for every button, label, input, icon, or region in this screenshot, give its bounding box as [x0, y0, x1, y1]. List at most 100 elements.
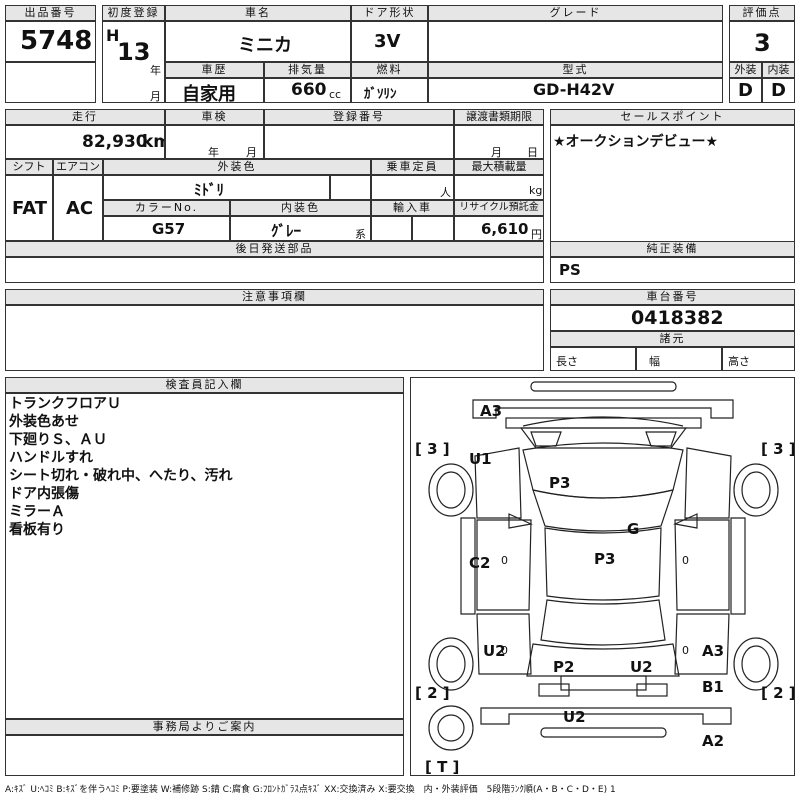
inspector-note: ドア内張傷: [9, 486, 79, 502]
km-unit: km: [142, 132, 164, 152]
import-header: 輸入車: [371, 200, 454, 216]
mark-u1: U1: [469, 450, 492, 468]
year-unit: 年: [150, 64, 161, 77]
ext-color: ﾐﾄﾞﾘ: [194, 181, 225, 199]
import-cell-b: [412, 216, 454, 241]
int-color: ｸﾞﾚｰ: [271, 222, 302, 240]
mark-zero-right: 0: [682, 554, 689, 567]
aircon-cell: AC: [53, 175, 103, 241]
shift: FAT: [12, 198, 48, 219]
right-door: [674, 519, 730, 611]
inspector-note: 下廻りＳ、ＡＵ: [9, 432, 107, 448]
length-label: 長さ: [556, 355, 578, 368]
first-reg-header: 初度登録: [102, 5, 165, 21]
capacity-header: 乗車定員: [371, 159, 454, 175]
ext-color-cell: ﾐﾄﾞﾘ: [103, 175, 330, 200]
capacity-unit: 人: [440, 186, 451, 199]
mark-u2-center: U2: [630, 658, 653, 676]
lot-no-cell: 5748: [5, 21, 96, 62]
car-name-cell: ミニカ: [165, 21, 351, 62]
mark-b1: B1: [702, 678, 724, 696]
color-no-cell: G57: [103, 216, 230, 241]
lot-no-blank: [5, 62, 96, 103]
fuel: ｶﾞｿﾘﾝ: [364, 87, 397, 102]
left-rear-quarter: [476, 613, 532, 675]
tire-front-left-inner: [436, 471, 466, 509]
headlight-right: [645, 431, 677, 447]
max-load-cell: kg: [454, 175, 544, 200]
score-header: 評価点: [729, 5, 795, 21]
door-cell: 3V: [351, 21, 428, 62]
ext-color-header: 外装色: [103, 159, 371, 175]
specs-header: 諸元: [550, 331, 795, 347]
rear-bumper: [480, 707, 732, 725]
chassis-no: 0418382: [631, 307, 724, 329]
inspection-cell: 年 月: [165, 125, 264, 159]
model-type-header: 型式: [428, 62, 723, 78]
later-parts-cell: [5, 257, 544, 283]
int-color-cell: ｸﾞﾚｰ 系: [230, 216, 371, 241]
later-parts-header: 後日発送部品: [5, 241, 544, 257]
fuel-cell: ｶﾞｿﾘﾝ: [351, 78, 428, 103]
inspection-year-unit: 年: [208, 146, 219, 159]
office-header: 事務局よりご案内: [5, 719, 404, 735]
door-header: ドア形状: [351, 5, 428, 21]
transfer-day-unit: 日: [527, 146, 538, 159]
history-cell: 自家用: [165, 78, 264, 103]
mark-a3-front: A3: [480, 402, 502, 420]
door-type: 3V: [374, 31, 401, 52]
yen-unit: 円: [531, 228, 542, 241]
hood-line: [522, 416, 684, 427]
hood: [522, 442, 684, 499]
windshield: [532, 489, 674, 532]
left-door: [476, 519, 532, 611]
color-no: G57: [152, 220, 186, 238]
displacement: 660: [291, 80, 327, 100]
capacity-cell: 人: [371, 175, 454, 200]
length-cell: 長さ: [550, 347, 636, 371]
load-unit: kg: [529, 184, 543, 197]
tailgate: [526, 643, 680, 677]
cc-unit: cc: [329, 88, 342, 101]
right-front-fender: [684, 447, 732, 519]
reg-year: 13: [117, 38, 151, 66]
max-load-header: 最大積載量: [454, 159, 544, 175]
inspector-note: トランクフロアＵ: [9, 396, 121, 412]
spare-tire: [428, 705, 474, 751]
right-sill: [730, 517, 746, 615]
import-cell-a: [371, 216, 412, 241]
reg-no-header: 登録番号: [264, 109, 454, 125]
left-front-fender: [474, 447, 522, 519]
mark-a2: A2: [702, 732, 724, 750]
score: 3: [754, 29, 771, 57]
int-color-header: 内装色: [230, 200, 371, 216]
mileage: 82,930: [82, 132, 148, 152]
tire-rear-right-inner: [741, 645, 771, 683]
inspection-month-unit: 月: [246, 146, 257, 159]
mark-p3-roof: P3: [594, 550, 615, 568]
int-color-suffix: 系: [355, 228, 366, 241]
front-bumper: [472, 399, 734, 419]
mark-u2-left: U2: [483, 642, 506, 660]
car-name-header: 車名: [165, 5, 351, 21]
interior-score: D: [771, 80, 786, 101]
tire-fl-grade: [ 3 ]: [415, 440, 450, 458]
aircon-header: エアコン: [53, 159, 103, 175]
sales-point-cell: ★オークションデビュー★: [550, 125, 795, 258]
mark-p3-hood: P3: [549, 474, 570, 492]
lot-no-header: 出品番号: [5, 5, 96, 21]
model-type: GD-H42V: [533, 80, 615, 99]
color-no-header: カラーNo.: [103, 200, 230, 216]
height-cell: 高さ: [722, 347, 795, 371]
front-bumper-strip: [530, 381, 677, 392]
genuine-equipment-header: 純正装備: [550, 241, 795, 257]
inspector-note: 外装色あせ: [9, 414, 79, 430]
width-cell: 幅: [636, 347, 722, 371]
mileage-header: 走行: [5, 109, 165, 125]
inspector-note: ミラーＡ: [9, 504, 65, 520]
score-cell: 3: [729, 21, 795, 62]
fuel-header: 燃料: [351, 62, 428, 78]
exterior-cell: D: [729, 78, 762, 103]
interior-header: 内装: [762, 62, 795, 78]
mark-zero-right-rear: 0: [682, 644, 689, 657]
